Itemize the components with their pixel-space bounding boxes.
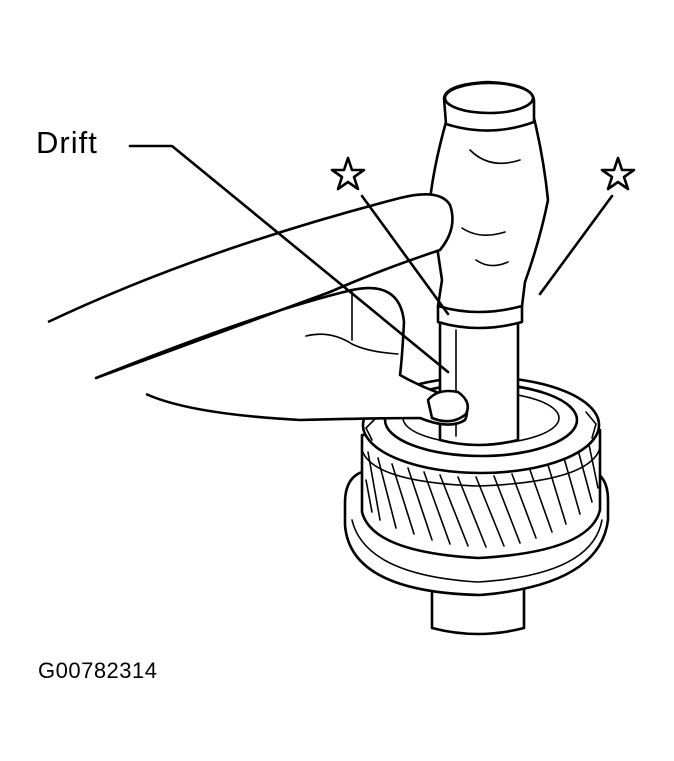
star-icon	[330, 156, 366, 191]
hand	[47, 192, 470, 426]
star-leader-line-left	[360, 194, 450, 316]
flange-inner-edge	[351, 519, 603, 583]
drift-leader-line	[128, 144, 450, 374]
star-icon	[600, 156, 636, 191]
star-leader-line-right	[538, 194, 614, 296]
drift-rod	[438, 320, 520, 447]
figure-id: G00782314	[38, 658, 158, 683]
fingertip	[426, 389, 470, 423]
drift-tool	[438, 320, 520, 447]
hammer	[428, 80, 550, 330]
drift-label: Drift	[36, 125, 98, 160]
hammer-head	[442, 80, 536, 132]
hand-thumb	[47, 192, 469, 426]
gear-top-edge	[361, 447, 601, 487]
